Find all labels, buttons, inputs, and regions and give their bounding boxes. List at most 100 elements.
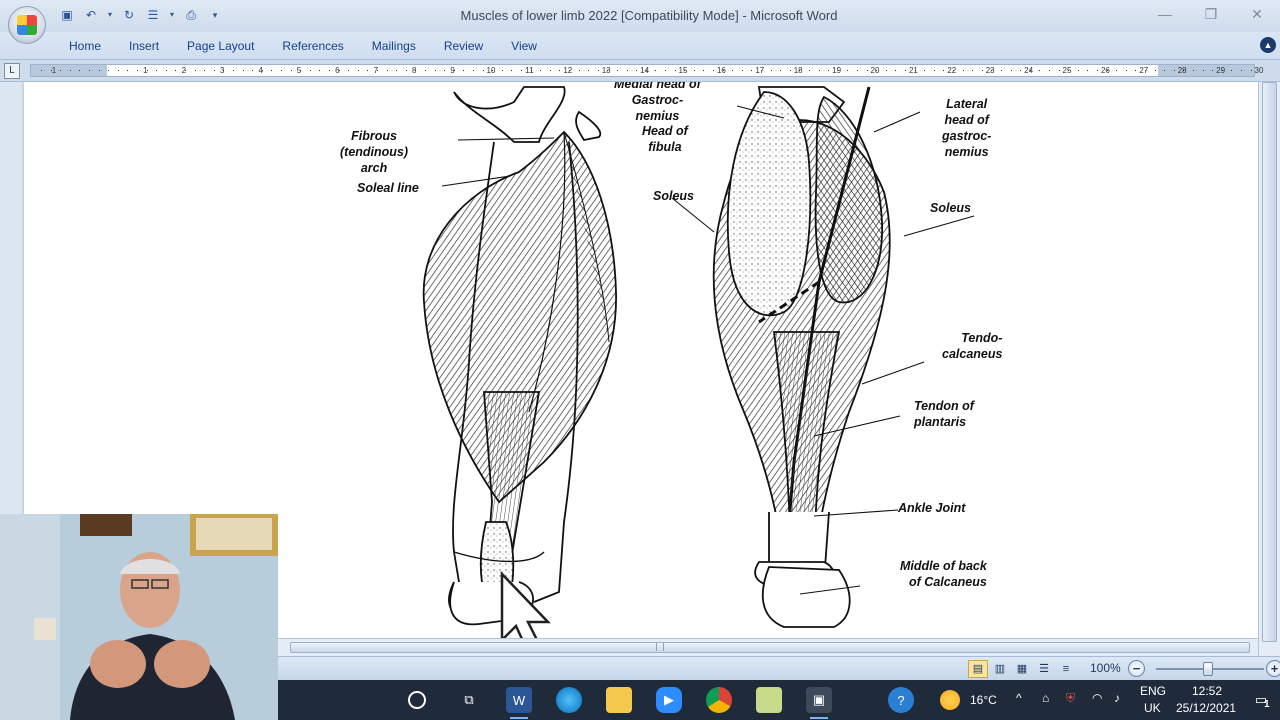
zoom-out-button[interactable]: −: [1128, 660, 1145, 677]
tab-stop-selector[interactable]: L: [4, 63, 20, 79]
ruler-tick: [703, 70, 705, 71]
zoom-in-button[interactable]: +: [1266, 660, 1280, 677]
ruler-number: 1: [51, 66, 57, 75]
ruler-tick: [146, 70, 148, 71]
notification-icon[interactable]: ▭: [1254, 692, 1268, 707]
minimize-icon[interactable]: —: [1158, 6, 1172, 22]
ruler-tick: [914, 70, 916, 71]
undo-icon[interactable]: ↶: [85, 8, 97, 22]
tab-home[interactable]: Home: [69, 39, 102, 53]
ruler-tick: [511, 70, 513, 71]
ruler-number: 27: [1139, 66, 1149, 75]
speaker-icon[interactable]: ♪: [1114, 691, 1120, 705]
help-icon[interactable]: ?: [888, 687, 914, 713]
vertical-scrollbar[interactable]: [1258, 82, 1280, 656]
right-figure: [712, 86, 891, 628]
horizontal-scrollbar[interactable]: [0, 638, 1258, 656]
cortana-search-icon[interactable]: [408, 691, 426, 709]
close-icon[interactable]: ✕: [1251, 6, 1263, 22]
language-top[interactable]: ENG: [1140, 684, 1167, 698]
ruler-number: 29: [1216, 66, 1226, 75]
ruler-tick: [175, 70, 177, 71]
weather-temperature[interactable]: 16°C: [970, 693, 997, 707]
ruler-tick: [1039, 70, 1041, 71]
label-soleal-line: Soleal line: [357, 181, 419, 195]
print-layout-icon[interactable]: ▤: [968, 660, 988, 678]
ruler-tick: [770, 70, 772, 71]
office-button[interactable]: [8, 6, 46, 44]
ruler-tick: [674, 70, 676, 71]
tab-references[interactable]: References: [282, 39, 344, 53]
task-view-icon[interactable]: ⧉: [464, 692, 474, 707]
ruler-tick: [233, 70, 234, 71]
ruler-tick: [204, 70, 206, 71]
save-icon[interactable]: ▣: [61, 8, 73, 22]
ruler-tick: [156, 70, 158, 71]
window-controls: — ❐ ✕: [1142, 0, 1280, 28]
title-bar: ▣ ↶ ▾ ↻ ☰ ▾ ⎙ ▾ Muscles of lower limb 20…: [0, 0, 1280, 32]
ruler-tick: [357, 70, 359, 71]
ruler-tick: [741, 70, 743, 71]
horizontal-scroll-thumb[interactable]: [290, 642, 1250, 653]
ruler-tick: [847, 70, 849, 71]
ribbon-expand-icon[interactable]: ▲: [1260, 37, 1276, 53]
bullets-icon[interactable]: ☰: [147, 8, 159, 22]
ruler-tick: [1116, 70, 1118, 71]
tab-insert[interactable]: Insert: [129, 39, 160, 53]
left-figure: [422, 86, 617, 626]
ruler-number: 14: [640, 66, 650, 75]
ruler-tick: [521, 70, 522, 71]
outline-icon[interactable]: ☰: [1039, 663, 1049, 675]
edge-browser-icon[interactable]: [556, 687, 582, 713]
ribbon-tabs: Home Insert Page Layout References Maili…: [55, 38, 551, 54]
wifi-icon[interactable]: ◠: [1092, 691, 1103, 705]
label-soleus-left: Soleus: [653, 189, 694, 203]
camera-app-icon[interactable]: ▣: [806, 687, 832, 719]
customize-qat-icon[interactable]: ▾: [212, 10, 218, 20]
show-hidden-icons-icon[interactable]: ^: [1016, 691, 1022, 705]
ruler-tick: [895, 70, 897, 71]
ruler-number: 20: [870, 66, 880, 75]
tab-view[interactable]: View: [511, 39, 537, 53]
clock-time[interactable]: 12:52: [1192, 684, 1223, 698]
ruler-tick: [1202, 70, 1204, 71]
ruler-number: 28: [1177, 66, 1187, 75]
undo-dropdown-icon[interactable]: ▾: [107, 10, 112, 19]
full-screen-reading-icon[interactable]: ▥: [994, 663, 1006, 675]
ruler-tick: [809, 70, 810, 71]
label-lateral-head: Lateral head of gastroc- nemius: [942, 97, 992, 159]
file-explorer-icon[interactable]: [606, 687, 632, 713]
ruler-tick: [607, 70, 609, 71]
ruler-tick: [1212, 70, 1214, 71]
ruler-number: 26: [1100, 66, 1110, 75]
zoom-slider-thumb[interactable]: [1203, 662, 1213, 676]
meet-now-icon[interactable]: ⌂: [1042, 691, 1050, 705]
ruler-tick: [530, 70, 532, 71]
tab-page-layout[interactable]: Page Layout: [187, 39, 255, 53]
view-buttons: ▤ ▥ ▦ ☰ ≡: [968, 660, 1076, 678]
weather-sun-icon[interactable]: [940, 690, 960, 710]
word-app-icon[interactable]: W: [506, 687, 532, 719]
chrome-browser-icon[interactable]: [706, 687, 732, 713]
ruler-tick: [41, 70, 42, 71]
vertical-scroll-thumb[interactable]: [1262, 82, 1277, 642]
ruler-tick: [50, 70, 52, 71]
redo-icon[interactable]: ↻: [123, 8, 135, 22]
clock-date[interactable]: 25/12/2021: [1176, 701, 1237, 715]
zoom-level[interactable]: 100%: [1090, 661, 1121, 675]
bullets-dropdown-icon[interactable]: ▾: [169, 10, 174, 19]
zoom-app-icon[interactable]: ▶: [656, 687, 682, 713]
language-bottom[interactable]: UK: [1144, 701, 1161, 715]
antivirus-icon[interactable]: ⛨: [1066, 691, 1076, 705]
web-layout-icon[interactable]: ▦: [1016, 663, 1028, 675]
window-title: Muscles of lower limb 2022 [Compatibilit…: [460, 8, 838, 23]
ruler-tick: [1135, 70, 1137, 71]
tab-review[interactable]: Review: [443, 39, 484, 53]
notes-app-icon[interactable]: [756, 687, 782, 713]
ruler-tick: [377, 70, 378, 71]
tab-mailings[interactable]: Mailings: [371, 39, 416, 53]
restore-icon[interactable]: ❐: [1204, 6, 1218, 22]
print-preview-icon[interactable]: ⎙: [186, 8, 196, 22]
draft-icon[interactable]: ≡: [1062, 663, 1070, 675]
